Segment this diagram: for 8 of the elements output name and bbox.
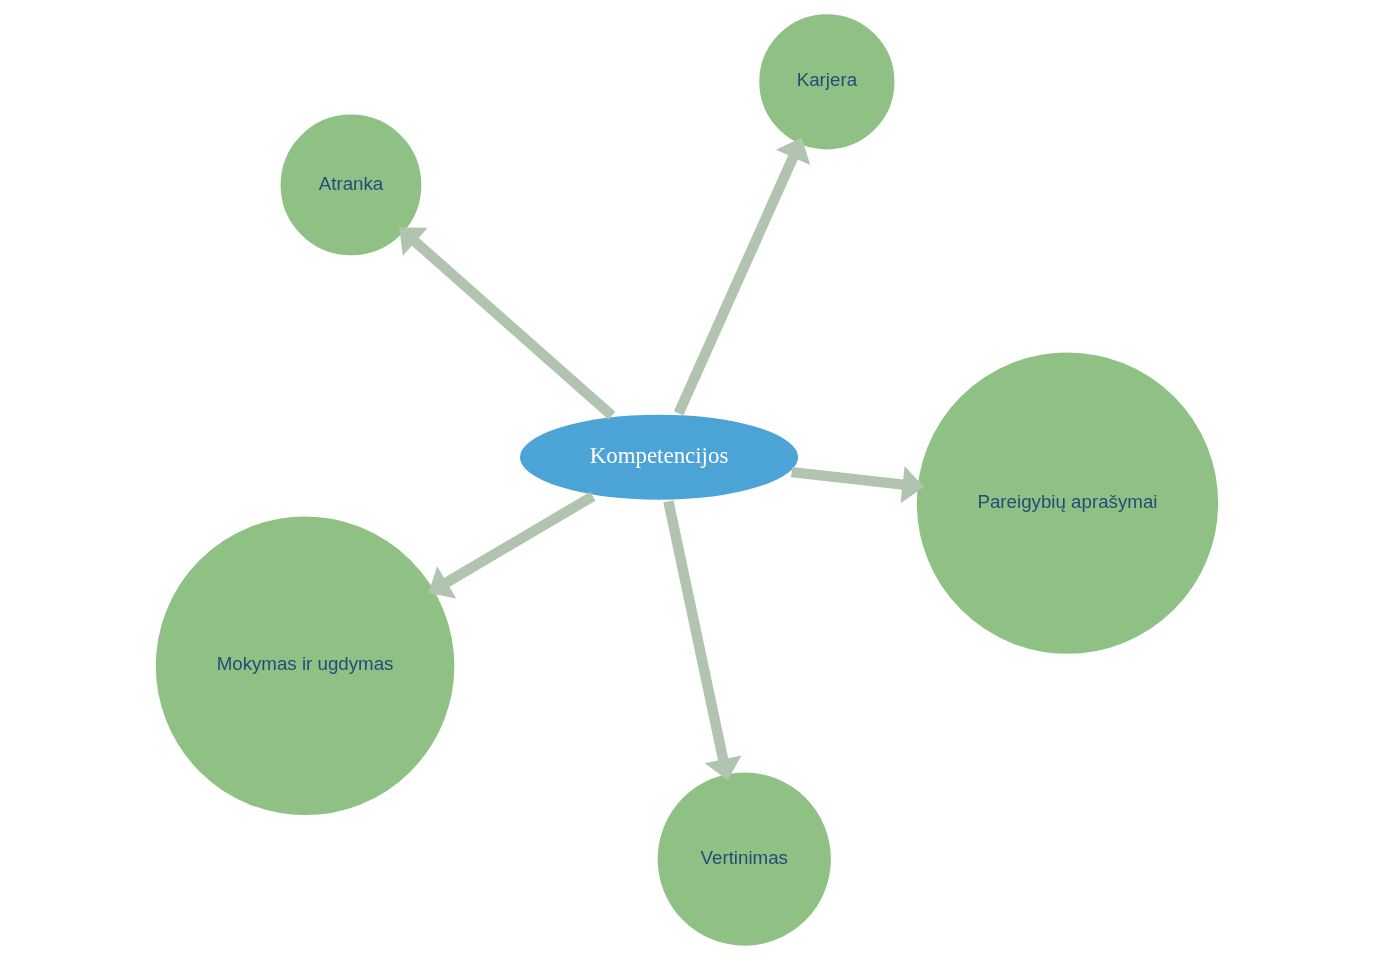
node-circle: Atranka [277,111,424,259]
arrow [673,137,810,416]
arrow [398,227,615,420]
arrow [790,465,924,504]
arrow [427,491,595,599]
node-circle: Vertinimas [654,769,834,949]
node-circle: Pareigybių aprašymai [913,349,1221,657]
arrow [662,500,741,781]
